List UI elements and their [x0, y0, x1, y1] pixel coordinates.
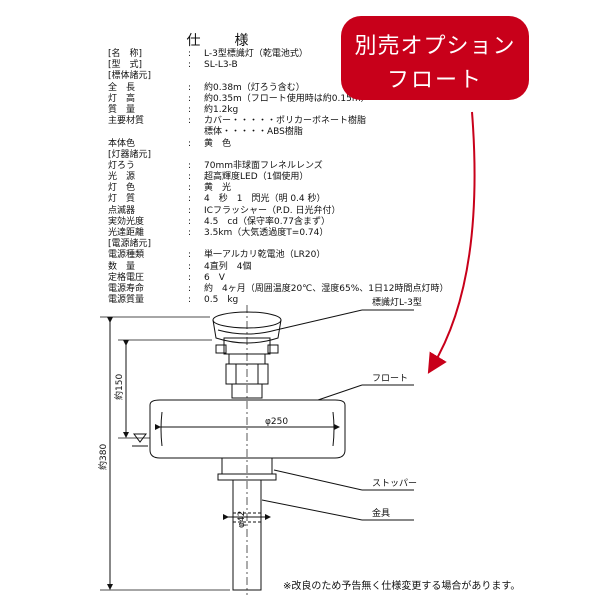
spec-key: 本体色 [108, 138, 136, 149]
spec-sep: : [188, 216, 192, 227]
spec-sep: : [188, 295, 192, 306]
spec-sep: : [188, 250, 192, 261]
spec-key: [名 称] [108, 49, 143, 59]
spec-key: 電源寿命 [108, 283, 145, 294]
dim-pipe-dia: φ42 [237, 511, 247, 528]
spec-sep: : [188, 183, 192, 194]
spec-key: 電源質量 [108, 295, 145, 306]
spec-value: 黄 色 [204, 138, 232, 149]
spec-sep: : [188, 49, 192, 59]
spec-value: 約0.35m（フロート使用時は約0.15m） [204, 93, 370, 104]
option-badge: 別売オプション フロート [341, 16, 529, 100]
badge-line-2: フロート [386, 68, 483, 93]
spec-sep: : [188, 138, 192, 149]
spec-sep: : [188, 172, 192, 183]
spec-sep: : [188, 272, 192, 283]
label-lamp: 標識灯L-3型 [372, 296, 422, 308]
spec-sep: : [188, 60, 192, 71]
page-title: 仕 様 [186, 33, 259, 49]
spec-value: 4直列 4個 [204, 261, 252, 272]
spec-key: 数 量 [108, 261, 136, 272]
spec-key: 灯 高 [108, 93, 136, 104]
footnote: ※改良のため予告無く仕様変更する場合があります。 [283, 581, 521, 592]
dim-total: 約380 [97, 444, 109, 470]
pointer-arrow [427, 111, 476, 374]
spec-value: L-3型標識灯（乾電池式） [204, 49, 308, 59]
spec-value: 70mm非球面フレネルレンズ [204, 160, 323, 171]
spec-value: 0.5 kg [204, 295, 239, 306]
spec-sep: : [188, 194, 192, 205]
spec-value: 黄 光 [204, 183, 232, 194]
spec-value: 4 秒 1 閃光（明 0.4 秒） [204, 194, 326, 205]
spec-value: 3.5km（大気透過度T=0.74） [204, 228, 329, 238]
spec-key: 灯ろう [108, 160, 136, 171]
dim-float-dia: φ250 [265, 417, 288, 427]
spec-key: 実効光度 [108, 216, 145, 227]
spec-key: 点滅器 [108, 205, 136, 216]
dim-lamp: 約150 [113, 374, 125, 400]
spec-sep: : [188, 104, 192, 115]
spec-value: 単一アルカリ乾電池（LR20） [204, 250, 326, 261]
label-stopper: ストッパー [372, 478, 417, 489]
spec-key: [電源諸元] [108, 239, 152, 250]
spec-key: [標体諸元] [108, 71, 152, 82]
label-float: フロート [372, 374, 408, 384]
spec-key: 質 量 [108, 104, 136, 115]
spec-key: [灯器諸元] [108, 149, 152, 160]
spec-key: 主要材質 [108, 116, 145, 127]
spec-value: 4.5 cd（保守率0.77含まず） [204, 216, 331, 227]
spec-key: 光 源 [108, 172, 136, 183]
spec-key: 灯 色 [108, 183, 136, 194]
spec-sep: : [188, 160, 192, 171]
spec-value: 約1.2kg [204, 104, 239, 115]
spec-sep: : [188, 283, 192, 294]
spec-key: 全 長 [108, 82, 136, 93]
spec-sep: : [188, 205, 192, 216]
float-body [149, 399, 346, 459]
spec-sep: : [188, 228, 192, 238]
spec-key: 灯 質 [108, 194, 136, 205]
spec-value: SL-L3-B [204, 60, 238, 71]
spec-sep: : [188, 82, 192, 93]
spec-key: [型 式] [108, 60, 143, 71]
spec-key: 電源種類 [108, 250, 145, 261]
spec-value: 約 4ヶ月（周囲温度20℃、湿度65%、1日12時間点灯時） [204, 283, 449, 294]
spec-value: 超高輝度LED（1個使用） [204, 172, 309, 183]
spec-value: ICフラッシャー（P.D. 日光弁付） [204, 205, 341, 216]
spec-sep: : [188, 93, 192, 104]
spec-sep: : [188, 116, 192, 127]
label-base: 金具 [372, 507, 390, 519]
spec-key: 光達距離 [108, 228, 145, 238]
spec-value: カバー・・・・・ポリカーボネート樹脂 [204, 116, 367, 127]
spec-value: 6 V [204, 272, 225, 283]
spec-sep: : [188, 261, 192, 272]
spec-value: 約0.38m（灯ろう含む） [204, 82, 305, 93]
spec-key: 定格電圧 [108, 272, 145, 283]
badge-line-1: 別売オプション [354, 34, 516, 59]
spec-value: 標体・・・・・ABS樹脂 [204, 127, 303, 138]
